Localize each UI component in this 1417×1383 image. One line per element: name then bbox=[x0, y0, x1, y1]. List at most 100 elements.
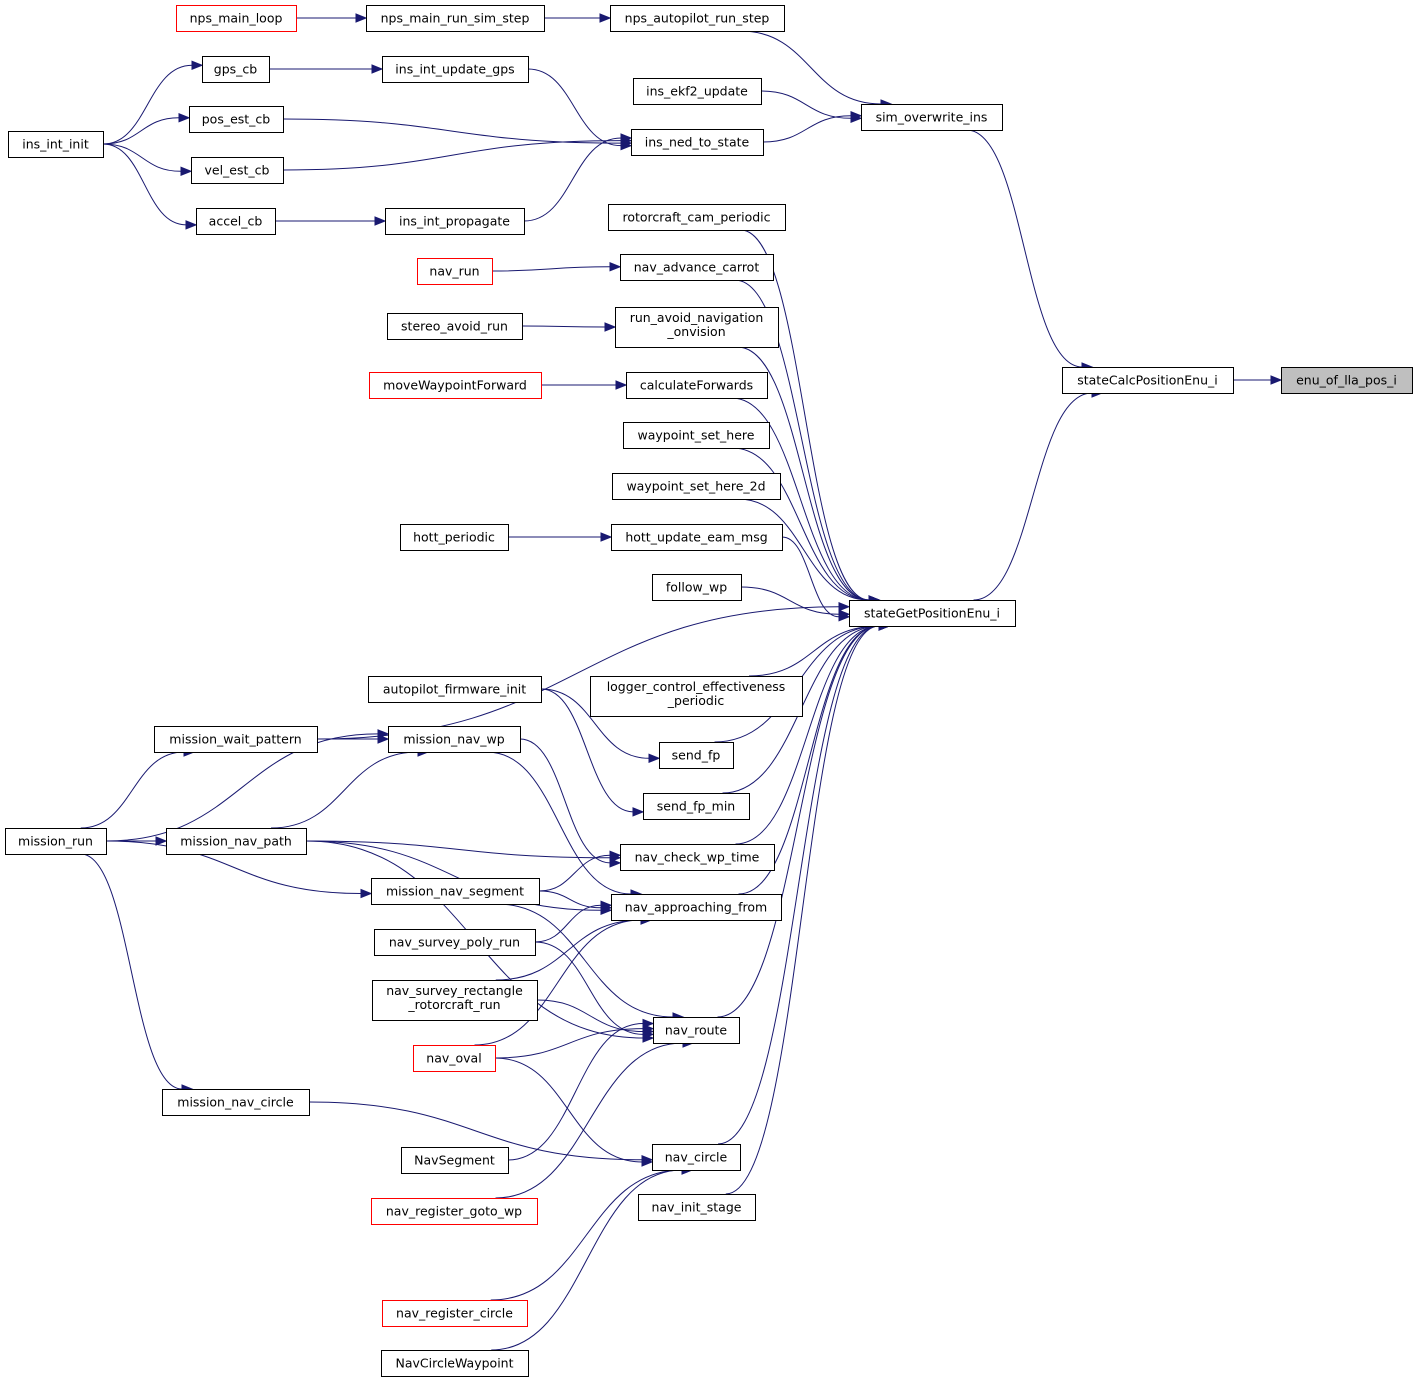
arrowhead-icon bbox=[600, 900, 613, 910]
graph-node-navsegment[interactable]: NavSegment bbox=[401, 1147, 509, 1174]
edge-sim-overwrite-ins-to-statecalcpositionenu-i bbox=[966, 129, 1083, 368]
graph-node-nav-circle[interactable]: nav_circle bbox=[652, 1144, 741, 1171]
edge-calculateforwards-to-stategetpositionenu-i bbox=[731, 397, 870, 601]
graph-node-nav-init-stage[interactable]: nav_init_stage bbox=[638, 1194, 756, 1221]
node-label: mission_nav_segment bbox=[386, 884, 524, 899]
arrowhead-icon bbox=[1270, 375, 1283, 385]
graph-node-statecalcpositionenu-i[interactable]: stateCalcPositionEnu_i bbox=[1062, 367, 1234, 394]
edge-mission-run-to-mission-nav-circle bbox=[80, 853, 183, 1090]
node-label: moveWaypointForward bbox=[383, 378, 527, 393]
graph-node-nav-survey-rectangle-rotorcraft-run[interactable]: nav_survey_rectangle_rotorcraft_run bbox=[372, 980, 538, 1021]
edge-hott-update-eam-msg-to-stategetpositionenu-i bbox=[781, 536, 840, 618]
node-label: autopilot_firmware_init bbox=[383, 682, 526, 697]
graph-node-nav-register-circle[interactable]: nav_register_circle bbox=[382, 1300, 528, 1327]
graph-node-follow-wp[interactable]: follow_wp bbox=[652, 574, 742, 601]
arrowhead-icon bbox=[609, 262, 622, 272]
graph-node-hott-periodic[interactable]: hott_periodic bbox=[400, 524, 509, 551]
node-box bbox=[366, 5, 545, 32]
graph-node-vel-est-cb[interactable]: vel_est_cb bbox=[191, 157, 284, 184]
graph-node-nav-approaching-from[interactable]: nav_approaching_from bbox=[611, 894, 782, 921]
node-box bbox=[176, 5, 297, 32]
graph-node-gps-cb[interactable]: gps_cb bbox=[202, 56, 270, 83]
node-label: ins_int_propagate bbox=[399, 214, 510, 229]
node-box bbox=[861, 104, 1003, 131]
graph-node-logger-control-effectiveness-periodic[interactable]: logger_control_effectiveness_periodic bbox=[590, 676, 803, 717]
graph-node-mission-run[interactable]: mission_run bbox=[5, 828, 107, 855]
edge-ins-int-init-to-pos-est-cb bbox=[102, 117, 180, 145]
node-label: nav_survey_rectangle bbox=[386, 983, 523, 998]
graph-node-nav-register-goto-wp[interactable]: nav_register_goto_wp bbox=[371, 1198, 538, 1225]
graph-node-mission-nav-circle[interactable]: mission_nav_circle bbox=[162, 1089, 310, 1116]
edge-follow-wp-to-stategetpositionenu-i bbox=[740, 586, 840, 615]
graph-node-nps-main-run-sim-step[interactable]: nps_main_run_sim_step bbox=[366, 5, 545, 32]
graph-node-mission-nav-segment[interactable]: mission_nav_segment bbox=[371, 878, 540, 905]
edge-mission-nav-circle-to-nav-circle bbox=[308, 1101, 643, 1161]
graph-node-ins-int-init[interactable]: ins_int_init bbox=[8, 131, 104, 158]
nodes-layer: nps_main_loop nps_main_run_sim_step nps_au… bbox=[5, 5, 1413, 1377]
edge-mission-nav-path-to-mission-nav-wp bbox=[270, 751, 419, 829]
graph-node-mission-wait-pattern[interactable]: mission_wait_pattern bbox=[154, 726, 318, 753]
graph-node-ins-int-propagate[interactable]: ins_int_propagate bbox=[385, 208, 525, 235]
graph-node-send-fp[interactable]: send_fp bbox=[659, 742, 734, 769]
graph-node-ins-ned-to-state[interactable]: ins_ned_to_state bbox=[631, 129, 764, 156]
graph-node-nav-check-wp-time[interactable]: nav_check_wp_time bbox=[620, 844, 775, 871]
edge-mission-nav-path-to-nav-check-wp-time bbox=[305, 840, 611, 859]
edge-ins-ned-to-state-to-sim-overwrite-ins bbox=[762, 115, 852, 143]
graph-node-waypoint-set-here[interactable]: waypoint_set_here bbox=[623, 422, 770, 449]
graph-node-nav-advance-carrot[interactable]: nav_advance_carrot bbox=[620, 254, 774, 281]
edge-navsegment-to-nav-route bbox=[507, 1023, 644, 1161]
node-box bbox=[166, 828, 307, 855]
node-label: stereo_avoid_run bbox=[401, 319, 508, 334]
graph-node-enu-of-lla-pos-i[interactable]: enu_of_lla_pos_i bbox=[1281, 367, 1413, 394]
node-label: nav_advance_carrot bbox=[634, 260, 760, 275]
graph-node-nps-main-loop[interactable]: nps_main_loop bbox=[176, 5, 297, 32]
graph-node-rotorcraft-cam-periodic[interactable]: rotorcraft_cam_periodic bbox=[608, 204, 786, 231]
graph-node-nav-route[interactable]: nav_route bbox=[653, 1017, 740, 1044]
graph-node-nav-oval[interactable]: nav_oval bbox=[413, 1045, 496, 1072]
node-label: ins_ned_to_state bbox=[645, 135, 750, 150]
node-label: run_avoid_navigation bbox=[630, 310, 764, 325]
node-label: vel_est_cb bbox=[205, 163, 270, 178]
arrowhead-icon bbox=[371, 64, 384, 74]
edge-navcirclewaypoint-to-nav-circle bbox=[491, 1169, 683, 1351]
node-label: hott_periodic bbox=[413, 530, 495, 545]
graph-node-run-avoid-navigation-onvision[interactable]: run_avoid_navigation_onvision bbox=[615, 307, 779, 348]
graph-node-navcirclewaypoint[interactable]: NavCircleWaypoint bbox=[381, 1350, 529, 1377]
graph-node-nps-autopilot-run-step[interactable]: nps_autopilot_run_step bbox=[610, 5, 785, 32]
graph-node-nav-run[interactable]: nav_run bbox=[417, 258, 493, 285]
node-box bbox=[610, 5, 785, 32]
node-box bbox=[620, 844, 775, 871]
edge-mission-nav-wp-to-nav-approaching-from bbox=[486, 751, 632, 895]
node-box bbox=[611, 894, 782, 921]
graph-node-calculateforwards[interactable]: calculateForwards bbox=[626, 372, 768, 399]
graph-node-pos-est-cb[interactable]: pos_est_cb bbox=[189, 106, 284, 133]
graph-node-hott-update-eam-msg[interactable]: hott_update_eam_msg bbox=[611, 524, 783, 551]
node-label: nps_main_loop bbox=[190, 11, 283, 26]
node-box bbox=[652, 574, 742, 601]
node-box bbox=[196, 208, 276, 235]
node-label: nav_survey_poly_run bbox=[389, 935, 520, 950]
graph-node-waypoint-set-here-2d[interactable]: waypoint_set_here_2d bbox=[612, 473, 781, 500]
graph-node-accel-cb[interactable]: accel_cb bbox=[196, 208, 276, 235]
node-box bbox=[590, 676, 803, 717]
graph-node-stereo-avoid-run[interactable]: stereo_avoid_run bbox=[387, 313, 523, 340]
graph-node-nav-survey-poly-run[interactable]: nav_survey_poly_run bbox=[374, 929, 536, 956]
graph-node-movewaypointforward[interactable]: moveWaypointForward bbox=[369, 372, 542, 399]
node-box bbox=[631, 129, 764, 156]
edge-ins-int-init-to-gps-cb bbox=[102, 64, 193, 145]
arrowhead-icon bbox=[648, 753, 661, 764]
graph-node-ins-int-update-gps[interactable]: ins_int_update_gps bbox=[382, 56, 529, 83]
graph-node-ins-ekf2-update[interactable]: ins_ekf2_update bbox=[633, 78, 762, 105]
arrowhead-icon bbox=[180, 166, 193, 177]
node-label: mission_nav_circle bbox=[177, 1095, 294, 1110]
graph-node-stategetpositionenu-i[interactable]: stateGetPositionEnu_i bbox=[849, 600, 1016, 627]
node-label: nav_route bbox=[665, 1023, 728, 1038]
graph-node-autopilot-firmware-init[interactable]: autopilot_firmware_init bbox=[368, 676, 542, 703]
graph-node-mission-nav-path[interactable]: mission_nav_path bbox=[166, 828, 307, 855]
graph-node-sim-overwrite-ins[interactable]: sim_overwrite_ins bbox=[861, 104, 1003, 131]
graph-node-mission-nav-wp[interactable]: mission_nav_wp bbox=[388, 726, 521, 753]
node-box bbox=[202, 56, 270, 83]
graph-node-send-fp-min[interactable]: send_fp_min bbox=[643, 793, 750, 820]
node-label: _periodic bbox=[667, 693, 725, 708]
arrowhead-icon bbox=[641, 1155, 654, 1165]
